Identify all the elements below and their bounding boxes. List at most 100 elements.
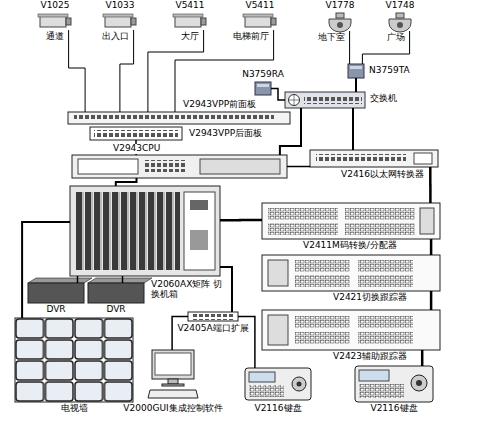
camera-node: V5411大厅	[173, 14, 207, 30]
box-camera-part	[105, 16, 131, 27]
control-keyboard-part	[245, 368, 311, 400]
cable-connector	[355, 78, 357, 92]
pc-workstation-part	[152, 350, 194, 379]
control-keyboard-part	[292, 377, 306, 391]
switch-tracker-part	[358, 275, 413, 287]
code-distributor-part	[268, 223, 338, 235]
control-keyboard-part	[411, 375, 427, 391]
cable-connector	[349, 31, 350, 64]
cable-connector	[287, 166, 310, 168]
cable-connector	[77, 276, 79, 283]
camera-label: 地下室	[317, 33, 346, 43]
device-label: V2943CPU	[112, 144, 161, 154]
cpu-module	[72, 155, 287, 178]
code-distributor-part	[262, 203, 440, 239]
box-camera-part	[66, 18, 71, 25]
cable-connector	[220, 219, 262, 222]
converter-node: N3759TA	[348, 64, 364, 78]
matrix-chassis-part	[75, 192, 180, 270]
camera-label: 通道	[45, 32, 65, 42]
device-label: V2405A端口扩展	[176, 324, 249, 334]
dvr-box-part	[28, 278, 92, 283]
switch-tracker-part	[262, 255, 440, 291]
pc-node: V2000GUI集成控制软件	[150, 350, 196, 400]
device-label: V2416以太网转换器	[340, 170, 425, 180]
camera-node: V5411电梯前厅	[243, 14, 277, 30]
cpu-module-part	[145, 160, 185, 172]
box-camera-part	[103, 14, 133, 17]
dvr-box-part	[88, 278, 152, 283]
aux-tracker-part	[262, 310, 440, 350]
device-label: DVR	[105, 305, 126, 315]
cable-connector	[430, 291, 433, 310]
cpu-module-part	[78, 159, 138, 174]
ethernet-converter-part	[310, 150, 438, 167]
network-switch-part	[285, 92, 365, 108]
matrix-chassis	[70, 186, 220, 276]
aux-tracker-part	[358, 332, 413, 344]
dvr-box	[28, 278, 152, 303]
port-expander-part	[192, 314, 234, 320]
cable-connector	[271, 89, 285, 101]
dome-camera-part	[336, 13, 344, 18]
camera-label: V1778	[324, 1, 355, 11]
box-camera-part	[243, 14, 273, 17]
vpp-rear-panel-part	[94, 130, 178, 137]
device-label: V2943VPP后面板	[188, 129, 263, 139]
converter-node: N3759RA	[255, 82, 271, 95]
keyboard-node: V2116键盘	[355, 366, 433, 402]
device-label: N3759RA	[241, 70, 285, 80]
box-camera-part	[40, 16, 66, 27]
control-keyboard-part	[359, 384, 404, 398]
media-converter-part	[348, 64, 364, 78]
device-label: 电视墙	[60, 404, 89, 414]
camera-node: V1748广场	[388, 13, 412, 31]
camera-label: V1033	[104, 1, 135, 11]
cable-connector	[430, 239, 433, 255]
network-switch-part	[304, 96, 362, 104]
cpu-node: V2943CPU	[72, 155, 287, 178]
dome-camera	[329, 13, 411, 32]
vpp-front-panel	[68, 112, 290, 124]
switch-tracker-part	[295, 275, 350, 287]
control-keyboard-part	[249, 385, 284, 397]
dvr-node: DVR	[88, 283, 144, 303]
camera-label: 出入口	[101, 32, 130, 42]
dome-camera-part	[329, 19, 351, 32]
network-switch	[285, 92, 365, 108]
vpp-rear-panel-part	[90, 127, 182, 140]
vpp-front-panel-part	[68, 112, 290, 124]
control-keyboard-part	[297, 382, 302, 387]
expander-node: V2405A端口扩展	[188, 312, 238, 321]
matrix-chassis-part	[70, 186, 220, 276]
ethernet-converter-part	[316, 154, 406, 163]
cable-connector	[22, 222, 70, 318]
device-label: 交换机	[369, 94, 398, 104]
matrix-chassis-part	[184, 192, 215, 270]
switch-tracker-part	[268, 260, 288, 286]
device-label: V2411M码转换/分配器	[302, 241, 398, 251]
box-camera-part	[201, 18, 206, 25]
box-camera-part	[245, 16, 271, 27]
cable-connector	[362, 31, 409, 64]
cable-connector	[429, 167, 432, 203]
camera-node: V1778地下室	[328, 13, 352, 31]
matrix-chassis-node: V2060AX矩阵 切换机箱	[70, 186, 220, 276]
code-distributor-part	[268, 208, 338, 220]
control-keyboard-part	[416, 380, 422, 386]
vpp-front-panel-part	[74, 115, 274, 121]
network-switch-part	[289, 95, 300, 106]
cpu-module-part	[200, 159, 280, 174]
dome-camera-part	[389, 19, 411, 32]
device-label: V2421切换跟踪器	[332, 293, 408, 303]
pc-workstation-part	[148, 390, 198, 398]
cable-connector	[116, 178, 137, 186]
media-converter-part	[257, 84, 269, 87]
pc-workstation-part	[155, 353, 191, 375]
box-camera-part	[173, 14, 203, 17]
pc-workstation	[148, 350, 198, 398]
tv-wall-node: 电视墙	[15, 318, 133, 402]
media-converter-part	[255, 82, 271, 95]
box-camera-part	[131, 18, 136, 25]
